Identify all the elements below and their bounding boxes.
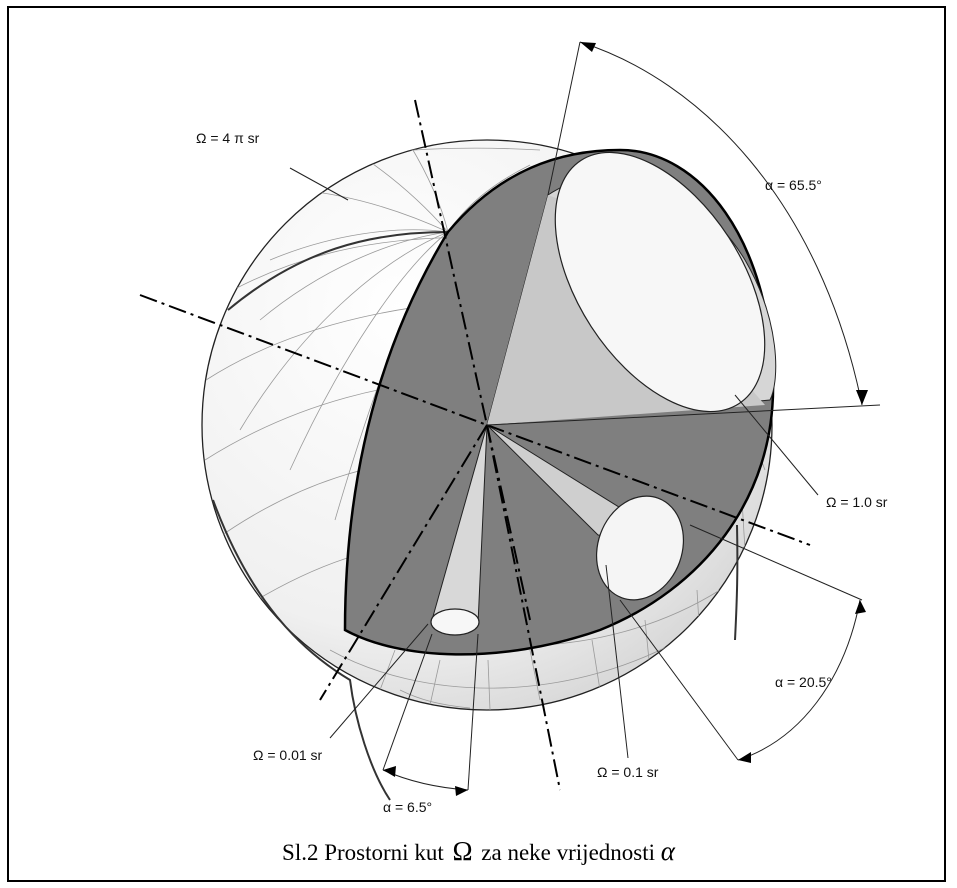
caption-prefix: Sl.2 Prostorni kut <box>282 840 444 865</box>
label-omega-0-1: Ω = 0.1 sr <box>597 764 659 780</box>
arrowheads <box>383 42 868 796</box>
label-omega-4pi: Ω = 4 π sr <box>196 130 260 146</box>
caption-omega-symbol: Ω <box>452 836 473 866</box>
cone-small-base <box>430 608 480 636</box>
label-alpha-6-5: α = 6.5° <box>383 799 432 815</box>
label-alpha-65-5: α = 65.5° <box>765 177 822 193</box>
caption-middle: za neke vrijednosti <box>481 840 656 865</box>
axes <box>139 99 811 791</box>
cone-large-base <box>554 151 766 413</box>
label-omega-1-0: Ω = 1.0 sr <box>826 494 888 510</box>
great-circles <box>212 231 739 801</box>
caption-alpha-symbol: α <box>660 836 675 866</box>
figure-caption: Sl.2 Prostorni kut Ω za neke vrijednosti… <box>0 836 957 867</box>
label-omega-0-01: Ω = 0.01 sr <box>253 747 323 763</box>
cone-medium-base <box>595 495 685 601</box>
label-alpha-20-5: α = 20.5° <box>775 674 832 690</box>
